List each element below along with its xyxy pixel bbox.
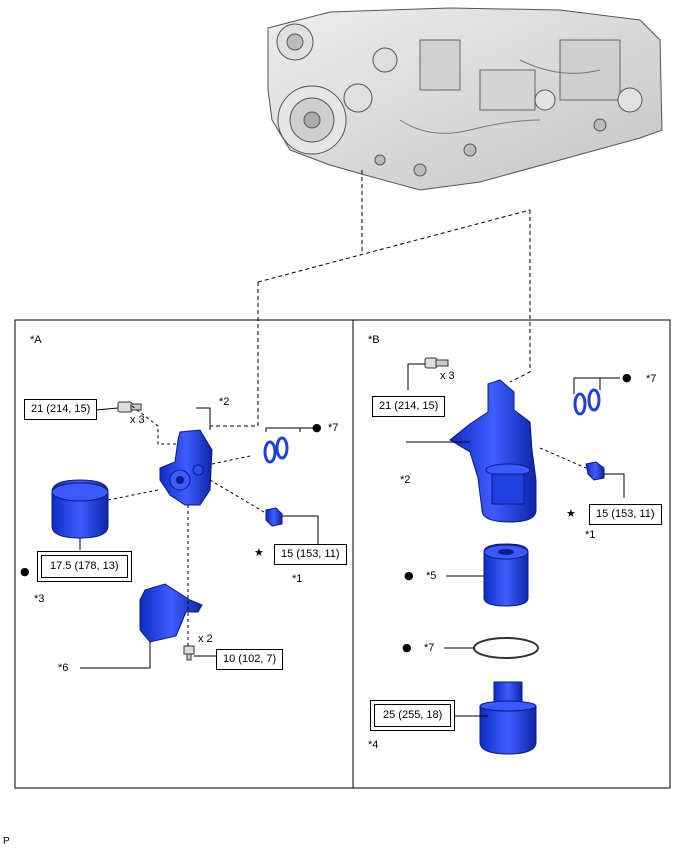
o-rings-a (263, 436, 289, 464)
panel-a-dashed-lines (107, 405, 265, 648)
part-6-label-a: *6 (58, 662, 69, 674)
oil-pressure-sensor-b (585, 461, 605, 481)
large-o-ring-b (473, 637, 539, 659)
dot-icon-b3: ● (402, 641, 412, 654)
engine-connector-lines (210, 170, 531, 427)
o-rings-b (573, 388, 601, 416)
torque-label-filter-a-text: 17.5 (178, 13) (41, 555, 128, 578)
panel-a-leader-lines (79, 407, 319, 669)
torque-label-filter-a: 17.5 (178, 13) (37, 551, 132, 582)
torque-label-sensor-b: 15 (153, 11) (589, 504, 662, 525)
oil-filter-a (51, 479, 109, 539)
part-7-label-a: *7 (328, 422, 339, 434)
dot-icon-b2: ● (404, 569, 414, 582)
torque-label-bolt2-a: 10 (102, 7) (216, 649, 284, 670)
part-2-label-b: *2 (400, 474, 411, 486)
bolt-icon-a (117, 401, 142, 413)
bolt-qty-a: x 3 (130, 414, 145, 426)
oil-filter-cap-b (479, 681, 537, 755)
part-5-label-b: *5 (426, 570, 437, 582)
dot-icon-a1: ● (312, 421, 322, 434)
part-3-label-a: *3 (34, 593, 45, 605)
oil-pressure-sensor-a (265, 507, 283, 527)
star-icon-b: ★ (566, 507, 576, 520)
engine-block-illustration (267, 7, 663, 191)
oil-filter-bracket-a (159, 429, 213, 506)
dot-icon-a2: ● (20, 565, 30, 578)
panel-b-leader-lines (406, 363, 625, 717)
bolt-icon-a2 (183, 645, 195, 661)
part-1-label-a: *1 (292, 573, 303, 585)
torque-label-cap-b-text: 25 (255, 18) (374, 704, 452, 727)
panel-b-frame (352, 319, 671, 789)
part-7-label-b2: *7 (424, 642, 435, 654)
dot-icon-b1: ● (622, 371, 632, 384)
bolt-icon-b (424, 357, 449, 369)
part-1-label-b: *1 (585, 529, 596, 541)
oil-filter-element-b (483, 543, 529, 607)
part-7-label-b: *7 (646, 373, 657, 385)
part-2-label-a: *2 (219, 396, 230, 408)
footer-letter: P (3, 836, 10, 847)
bolt2-qty-a: x 2 (198, 633, 213, 645)
torque-label-bolt-a: 21 (214, 15) (24, 399, 98, 420)
oil-filter-bracket-b (449, 379, 537, 523)
torque-label-bolt-b: 21 (214, 15) (372, 396, 446, 417)
part-4-label-b: *4 (368, 739, 379, 751)
bolt-qty-b: x 3 (440, 370, 455, 382)
oil-filter-cover-a (139, 583, 203, 643)
panel-b-dashed-lines (539, 447, 587, 469)
torque-label-cap-b: 25 (255, 18) (370, 700, 456, 731)
star-icon-a: ★ (254, 546, 264, 559)
panel-a-tag: *A (30, 334, 42, 346)
torque-label-sensor-a: 15 (153, 11) (274, 544, 347, 565)
panel-b-tag: *B (368, 334, 380, 346)
